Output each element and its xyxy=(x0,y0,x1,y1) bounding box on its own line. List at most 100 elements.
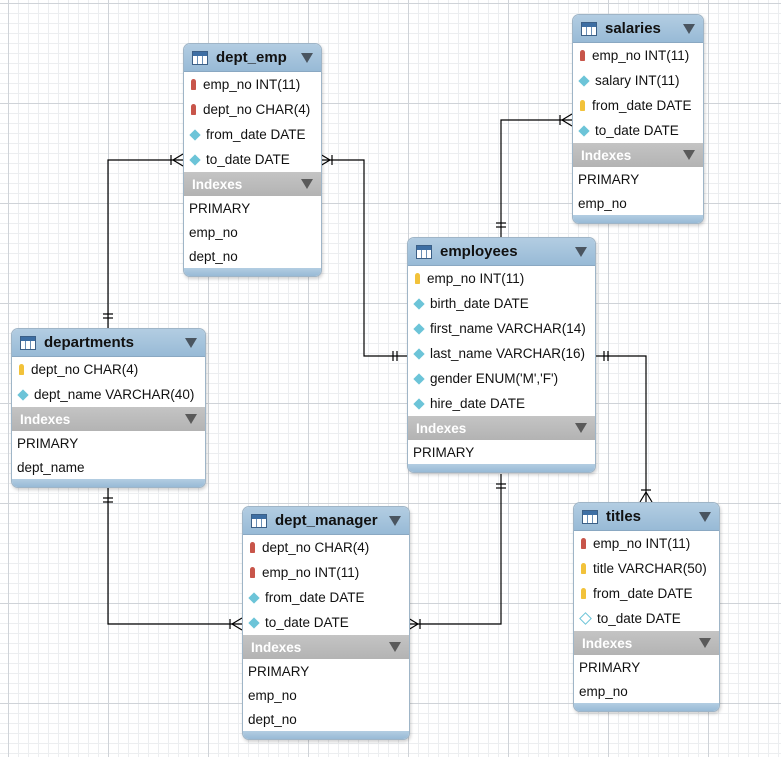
index-row[interactable]: PRIMARY xyxy=(413,444,475,460)
indexes-header[interactable]: Indexes xyxy=(243,635,409,659)
column-diamond-icon xyxy=(578,74,590,87)
table-header[interactable]: dept_emp xyxy=(184,44,321,72)
column-definition: emp_no INT(11) xyxy=(262,565,360,580)
column-diamond-icon xyxy=(189,153,201,166)
column-row[interactable]: emp_no INT(11) xyxy=(574,531,719,556)
index-row[interactable]: dept_name xyxy=(17,459,85,475)
indexes-header[interactable]: Indexes xyxy=(12,407,205,431)
column-row[interactable]: hire_date DATE xyxy=(408,391,595,416)
relationship-departments-dept-manager[interactable] xyxy=(103,488,243,631)
column-row[interactable]: first_name VARCHAR(14) xyxy=(408,316,595,341)
column-row[interactable]: dept_name VARCHAR(40) xyxy=(12,382,205,407)
table-header[interactable]: employees xyxy=(408,238,595,266)
collapse-caret-icon[interactable] xyxy=(699,511,711,522)
indexes-caret-icon[interactable] xyxy=(185,414,197,424)
table-header[interactable]: titles xyxy=(574,503,719,531)
column-definition: to_date DATE xyxy=(206,152,290,167)
column-row[interactable]: emp_no INT(11) xyxy=(184,72,321,97)
table-footer xyxy=(12,479,205,487)
column-diamond-icon xyxy=(413,347,425,360)
column-definition: last_name VARCHAR(16) xyxy=(430,346,586,361)
relationship-employees-dept-manager[interactable] xyxy=(407,474,506,631)
table-header[interactable]: departments xyxy=(12,329,205,357)
column-row[interactable]: dept_no CHAR(4) xyxy=(243,535,409,560)
primary-foreign-key-icon xyxy=(580,50,585,61)
collapse-caret-icon[interactable] xyxy=(185,337,197,348)
index-row[interactable]: emp_no xyxy=(578,195,627,211)
collapse-caret-icon[interactable] xyxy=(301,52,313,63)
collapse-caret-icon[interactable] xyxy=(575,246,587,257)
index-row[interactable]: emp_no xyxy=(189,224,238,240)
index-row[interactable]: dept_no xyxy=(189,248,238,264)
column-row[interactable]: to_date DATE xyxy=(574,606,719,631)
indexes-caret-icon[interactable] xyxy=(683,150,695,160)
column-row[interactable]: dept_no CHAR(4) xyxy=(12,357,205,382)
index-row[interactable]: PRIMARY xyxy=(17,435,79,451)
column-row[interactable]: salary INT(11) xyxy=(573,68,703,93)
table-header[interactable]: salaries xyxy=(573,15,703,43)
index-row[interactable]: PRIMARY xyxy=(189,200,251,216)
column-row[interactable]: to_date DATE xyxy=(573,118,703,143)
relationship-employees-salaries[interactable] xyxy=(496,113,573,237)
column-definition: gender ENUM('M','F') xyxy=(430,371,559,386)
table-footer xyxy=(408,464,595,472)
table-icon xyxy=(582,509,598,524)
column-row[interactable]: from_date DATE xyxy=(574,581,719,606)
indexes-caret-icon[interactable] xyxy=(699,638,711,648)
column-row[interactable]: title VARCHAR(50) xyxy=(574,556,719,581)
column-diamond-icon xyxy=(413,397,425,410)
column-row[interactable]: from_date DATE xyxy=(243,585,409,610)
indexes-caret-icon[interactable] xyxy=(301,179,313,189)
nullable-column-icon xyxy=(579,612,592,625)
table-footer xyxy=(184,268,321,276)
indexes-header[interactable]: Indexes xyxy=(408,416,595,440)
column-diamond-icon xyxy=(248,616,260,629)
column-row[interactable]: from_date DATE xyxy=(573,93,703,118)
table-dept-manager[interactable]: dept_manager dept_no CHAR(4) emp_no INT(11… xyxy=(242,506,410,740)
index-row[interactable]: emp_no xyxy=(248,687,297,703)
column-definition: from_date DATE xyxy=(206,127,306,142)
indexes-header[interactable]: Indexes xyxy=(574,631,719,655)
index-row[interactable]: PRIMARY xyxy=(578,171,640,187)
column-row[interactable]: from_date DATE xyxy=(184,122,321,147)
column-row[interactable]: to_date DATE xyxy=(184,147,321,172)
column-row[interactable]: emp_no INT(11) xyxy=(573,43,703,68)
column-row[interactable]: birth_date DATE xyxy=(408,291,595,316)
index-row[interactable]: PRIMARY xyxy=(248,663,310,679)
column-diamond-icon xyxy=(413,372,425,385)
index-row[interactable]: emp_no xyxy=(579,683,628,699)
index-row[interactable]: PRIMARY xyxy=(579,659,641,675)
indexes-header[interactable]: Indexes xyxy=(573,143,703,167)
relationship-employees-titles[interactable] xyxy=(594,351,653,503)
column-row[interactable]: to_date DATE xyxy=(243,610,409,635)
table-name: salaries xyxy=(605,20,661,37)
indexes-caret-icon[interactable] xyxy=(389,642,401,652)
column-definition: dept_name VARCHAR(40) xyxy=(34,387,195,402)
indexes-caret-icon[interactable] xyxy=(575,423,587,433)
relationship-departments-dept-emp[interactable] xyxy=(103,153,184,328)
column-row[interactable]: gender ENUM('M','F') xyxy=(408,366,595,391)
column-definition: dept_no CHAR(4) xyxy=(262,540,370,555)
table-name: employees xyxy=(440,243,518,260)
relationship-employees-dept-emp[interactable] xyxy=(319,153,407,361)
indexes-header[interactable]: Indexes xyxy=(184,172,321,196)
table-icon xyxy=(192,50,208,65)
primary-key-icon xyxy=(581,563,586,574)
table-salaries[interactable]: salaries emp_no INT(11)salary INT(11)from… xyxy=(572,14,704,224)
column-row[interactable]: emp_no INT(11) xyxy=(408,266,595,291)
index-row[interactable]: dept_no xyxy=(248,711,297,727)
column-row[interactable]: last_name VARCHAR(16) xyxy=(408,341,595,366)
collapse-caret-icon[interactable] xyxy=(389,515,401,526)
column-definition: dept_no CHAR(4) xyxy=(203,102,311,117)
table-header[interactable]: dept_manager xyxy=(243,507,409,535)
column-row[interactable]: emp_no INT(11) xyxy=(243,560,409,585)
column-definition: to_date DATE xyxy=(265,615,349,630)
collapse-caret-icon[interactable] xyxy=(683,23,695,34)
column-row[interactable]: dept_no CHAR(4) xyxy=(184,97,321,122)
